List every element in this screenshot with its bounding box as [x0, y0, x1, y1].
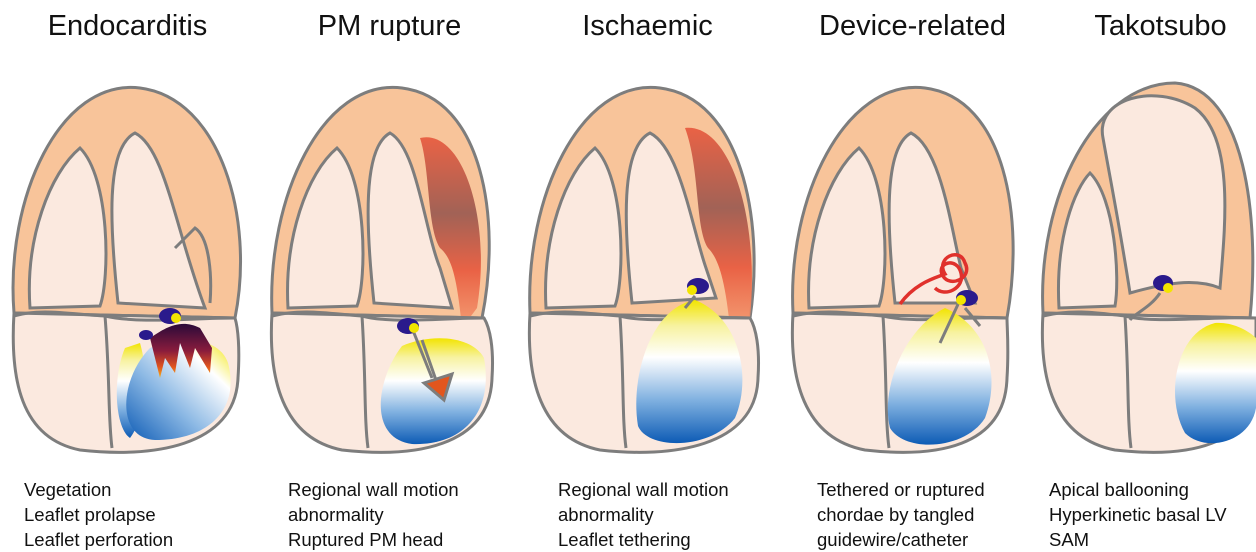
panel-endocarditis: Endocarditis Vegetation Leaflet prolapse… [0, 0, 255, 549]
panel-title: Takotsubo [1035, 10, 1256, 43]
description-line: guidewire/catheter [817, 527, 985, 552]
heart-diagram-device-related [785, 78, 1040, 458]
panel-ischaemic: Ischaemic Regional wall motion abnormali… [520, 0, 775, 549]
description-line: chordae by tangled [817, 502, 985, 527]
description-line: Leaflet tethering [558, 527, 729, 552]
panel-pm-rupture: PM rupture Regional wall motion abnormal… [262, 0, 517, 549]
description-line: Vegetation [24, 477, 173, 502]
description-line: abnormality [558, 502, 729, 527]
panel-description: Tethered or ruptured chordae by tangled … [817, 477, 985, 552]
heart-diagram-pm-rupture [262, 78, 517, 458]
panel-description: Vegetation Leaflet prolapse Leaflet perf… [24, 477, 173, 552]
panel-takotsubo: Takotsubo Apical ballooning Hyperkinetic… [1035, 0, 1256, 549]
description-line: SAM [1049, 527, 1227, 552]
panel-title: Endocarditis [0, 10, 255, 43]
description-line: Tethered or ruptured [817, 477, 985, 502]
heart-diagram-takotsubo [1035, 78, 1256, 458]
panel-description: Apical ballooning Hyperkinetic basal LV … [1049, 477, 1227, 552]
panel-description: Regional wall motion abnormality Rupture… [288, 477, 459, 552]
description-line: Regional wall motion [288, 477, 459, 502]
heart-diagram-ischaemic [520, 78, 775, 458]
mitral-leaflet-posterior [139, 330, 153, 340]
description-line: abnormality [288, 502, 459, 527]
panel-device-related: Device-related Tethered or ruptured chor… [785, 0, 1040, 549]
description-line: Ruptured PM head [288, 527, 459, 552]
description-line: Apical ballooning [1049, 477, 1227, 502]
description-line: Regional wall motion [558, 477, 729, 502]
panel-title: Device-related [785, 10, 1040, 43]
panel-description: Regional wall motion abnormality Leaflet… [558, 477, 729, 552]
description-line: Leaflet prolapse [24, 502, 173, 527]
panel-title: PM rupture [262, 10, 517, 43]
description-line: Hyperkinetic basal LV [1049, 502, 1227, 527]
heart-diagram-endocarditis [0, 78, 255, 458]
description-line: Leaflet perforation [24, 527, 173, 552]
panel-title: Ischaemic [520, 10, 775, 43]
